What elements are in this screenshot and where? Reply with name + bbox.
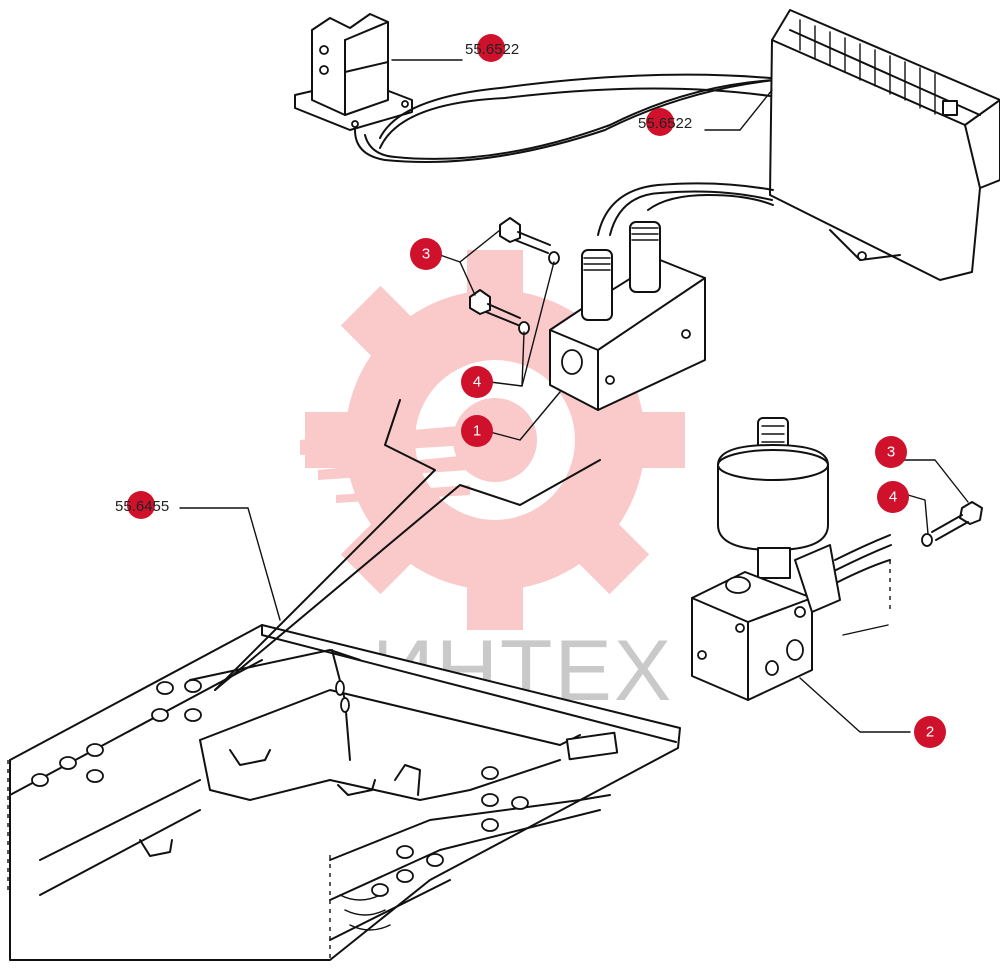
leader-zigzag	[179, 399, 601, 691]
callout-4-right: 4	[877, 481, 909, 513]
callout-3-right-label: 3	[887, 444, 895, 461]
ref-top-bracket: 55.6522	[465, 34, 519, 62]
ref-top-bracket-text: 55.6522	[465, 41, 519, 58]
callout-3-right: 3	[875, 436, 907, 468]
ref-control-unit-text: 55.6522	[638, 115, 692, 132]
ref-frame-text: 55.6455	[115, 498, 169, 515]
callout-4-right-label: 4	[889, 489, 897, 506]
callout-2-label: 2	[926, 724, 934, 741]
control-unit	[704, 9, 1000, 281]
accumulator-valve-2	[691, 417, 911, 733]
valve-block-1	[549, 182, 774, 411]
callout-3-left-label: 3	[422, 246, 430, 263]
bolt-right	[903, 459, 983, 547]
callout-1-label: 1	[473, 423, 481, 440]
callout-4-left: 4	[461, 366, 493, 398]
bolts-upper	[439, 217, 561, 441]
callout-3-left: 3	[410, 238, 442, 270]
callout-2: 2	[914, 716, 946, 748]
top-bracket	[294, 13, 776, 163]
chassis-frame	[7, 624, 681, 961]
ref-control-unit: 55.6522	[638, 108, 692, 136]
callout-1: 1	[461, 415, 493, 447]
callout-4-left-label: 4	[473, 374, 481, 391]
ref-frame: 55.6455	[115, 491, 169, 519]
